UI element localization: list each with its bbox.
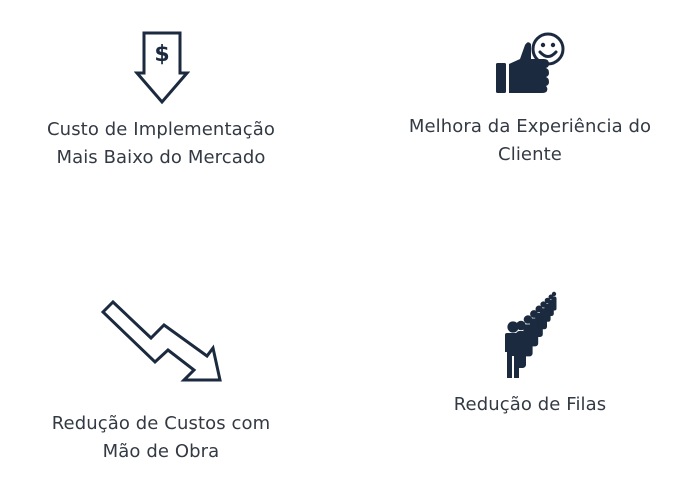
caption-line-1: Melhora da Experiência do [408, 116, 652, 137]
svg-text:$: $ [154, 42, 169, 67]
caption-line-2: Cliente [498, 144, 562, 165]
people-queue-icon [505, 291, 557, 378]
thumbs-up-smiley-icon [496, 32, 565, 93]
caption-line-1: Redução de Filas [453, 394, 607, 415]
dollar-down-arrow-icon: $ [134, 31, 190, 105]
benefit-caption: Redução de Custos com Mão de Obra [30, 410, 292, 466]
caption-line-1: Custo de Implementação [47, 119, 275, 140]
caption-line-1: Redução de Custos com [51, 413, 271, 434]
decreasing-trend-arrow-icon [100, 299, 222, 382]
caption-line-2: Mão de Obra [102, 441, 220, 462]
benefit-caption: Custo de Implementação Mais Baixo do Mer… [30, 116, 292, 172]
benefit-caption: Redução de Filas [420, 391, 640, 419]
caption-line-2: Mais Baixo do Mercado [56, 147, 266, 168]
benefit-caption: Melhora da Experiência do Cliente [395, 113, 665, 169]
